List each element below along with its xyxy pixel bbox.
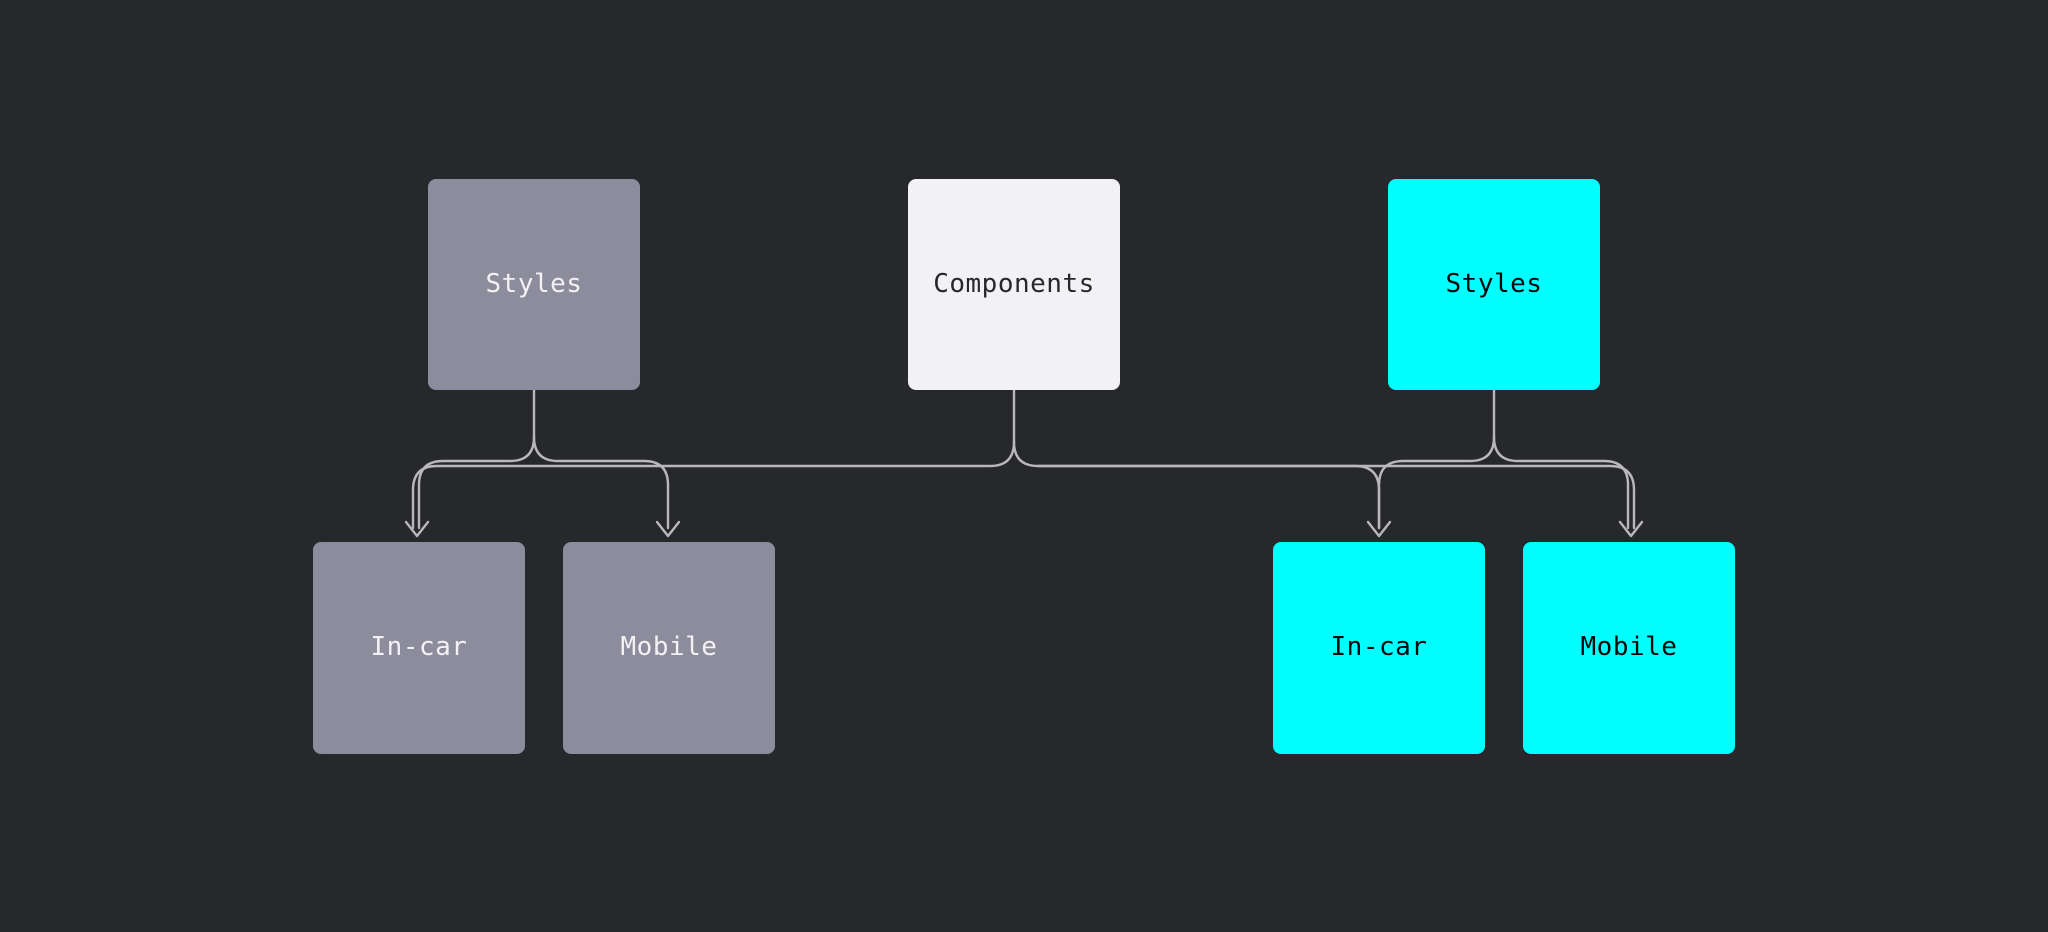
node-label: In-car [1330, 632, 1428, 663]
node-styles-cyan[interactable]: Styles [1388, 179, 1600, 390]
node-components[interactable]: Components [908, 179, 1120, 390]
node-label: Styles [1445, 268, 1543, 299]
edge-components-rail-far-right [1036, 464, 1636, 530]
edge-styles-muted-to-mobile [532, 435, 670, 530]
edge-styles-cyan-to-mobile [1492, 435, 1630, 530]
edge-components-rail-left [411, 440, 1016, 530]
arrowhead-mobile-cyan [1618, 520, 1644, 538]
arrowhead-mobile-muted [655, 520, 681, 538]
node-styles-muted[interactable]: Styles [428, 179, 640, 390]
node-label: Styles [485, 268, 583, 299]
node-incar-cyan[interactable]: In-car [1273, 542, 1485, 754]
edge-components-rail-right [1012, 440, 1381, 530]
node-incar-muted[interactable]: In-car [313, 542, 525, 754]
node-label: Components [933, 268, 1095, 299]
arrowhead-incar-muted [404, 520, 430, 538]
node-mobile-muted[interactable]: Mobile [563, 542, 775, 754]
node-label: Mobile [1580, 632, 1678, 663]
arrowhead-incar-cyan [1366, 520, 1392, 538]
edge-styles-muted-to-incar [417, 435, 536, 530]
edge-styles-cyan-to-incar [1377, 435, 1496, 530]
node-label: Mobile [620, 632, 718, 663]
node-label: In-car [370, 632, 468, 663]
node-mobile-cyan[interactable]: Mobile [1523, 542, 1735, 754]
